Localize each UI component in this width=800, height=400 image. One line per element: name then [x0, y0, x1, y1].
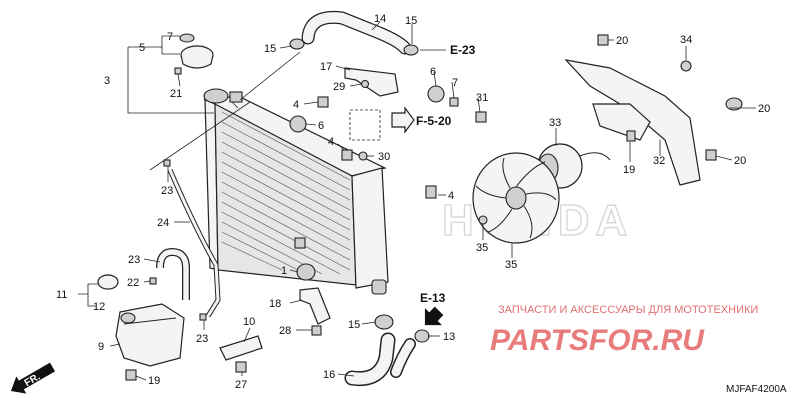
- ref-e13: E-13: [420, 291, 446, 305]
- callout-23-bottom: 23: [196, 333, 208, 345]
- callout-29: 30: [378, 151, 390, 163]
- callout-25: 24: [157, 217, 169, 229]
- bracket-17: [344, 67, 399, 97]
- ref-f5-20: F-5-20: [416, 114, 452, 128]
- diagram-code: MJFAF4200A: [726, 384, 787, 395]
- callout-14: 14: [374, 13, 386, 25]
- callout-22: 21: [170, 88, 182, 100]
- rubber-1: [296, 263, 316, 281]
- callout-23-left: 22: [127, 277, 139, 289]
- callout-26: 27: [235, 379, 247, 391]
- callout-13: 13: [443, 331, 455, 343]
- hose-clamp-lower: [374, 314, 394, 330]
- callout-20-top: 20: [616, 35, 628, 47]
- callout-30: 31: [476, 92, 488, 104]
- f5-20-arrow: [391, 106, 415, 134]
- callout-6-left: 6: [318, 120, 324, 132]
- callout-numbers: 7 5 3 21 15 14 15 17 29 4 6 6 7 31 4 30 …: [56, 13, 770, 391]
- callout-20-mid: 19: [623, 164, 635, 176]
- callout-8: 7: [167, 31, 173, 43]
- callout-10: 10: [243, 316, 255, 328]
- callout-32: 35: [505, 259, 517, 271]
- clip-4-right: [425, 185, 437, 199]
- callout-21: 20: [758, 103, 770, 115]
- watermark-logo: PARTSFOR.RU: [490, 324, 705, 357]
- callout-4-mid: 4: [328, 136, 334, 148]
- callout-31: 32: [653, 155, 665, 167]
- bracket-18: [299, 287, 331, 325]
- callout-4-right: 4: [448, 190, 454, 202]
- reserve-tank-cap: [97, 274, 119, 290]
- watermark-tagline: ЗАПЧАСТИ И АКСЕССУАРЫ ДЛЯ МОТОТЕХНИКИ: [498, 304, 758, 316]
- radiator: [202, 88, 389, 295]
- stay-10: [219, 335, 263, 361]
- callout-5: 5: [139, 42, 145, 54]
- callout-19: 19: [148, 375, 160, 387]
- callout-18: 18: [269, 298, 281, 310]
- callout-15-right: 15: [405, 15, 417, 27]
- e13-arrow-icon: [424, 306, 444, 326]
- callout-17: 17: [320, 61, 332, 73]
- callout-24: 23: [128, 254, 140, 266]
- callout-34: 34: [680, 34, 692, 46]
- grommet-4-mid: [341, 149, 353, 161]
- leader-lines: [78, 21, 756, 381]
- fan-shroud: [564, 59, 701, 186]
- grommet-4-upper: [317, 96, 329, 108]
- callout-15-lower: 15: [348, 319, 360, 331]
- callout-12: 12: [93, 301, 105, 313]
- radiator-cap: [174, 33, 214, 75]
- callout-16: 16: [323, 369, 335, 381]
- ref-e23: E-23: [450, 43, 476, 57]
- motor-bracket: [592, 103, 651, 141]
- front-direction-arrow: FR.: [10, 362, 56, 394]
- callout-33: 33: [549, 117, 561, 129]
- radiator-core-fins: [221, 111, 351, 275]
- callout-6-right: 6: [430, 66, 436, 78]
- callout-1: 1: [281, 265, 287, 277]
- callout-15-upper: 15: [264, 43, 276, 55]
- callout-4-upper: 4: [293, 99, 299, 111]
- callout-3: 3: [104, 75, 110, 87]
- callout-7: 7: [452, 77, 458, 89]
- fan-blade: [472, 152, 560, 244]
- callout-20-right: 20: [734, 155, 746, 167]
- hose-clamp-upper-left: [289, 38, 305, 50]
- callout-23-top: 23: [161, 185, 173, 197]
- hose-clamp-upper-right: [403, 44, 419, 56]
- callout-35: 35: [476, 242, 488, 254]
- callout-11: 11: [56, 289, 67, 301]
- callout-9: 9: [98, 341, 104, 353]
- rubber-6-left: [289, 115, 307, 133]
- rubber-6-right: [427, 85, 445, 103]
- callout-27: 28: [279, 325, 291, 337]
- callout-28: 29: [333, 81, 345, 93]
